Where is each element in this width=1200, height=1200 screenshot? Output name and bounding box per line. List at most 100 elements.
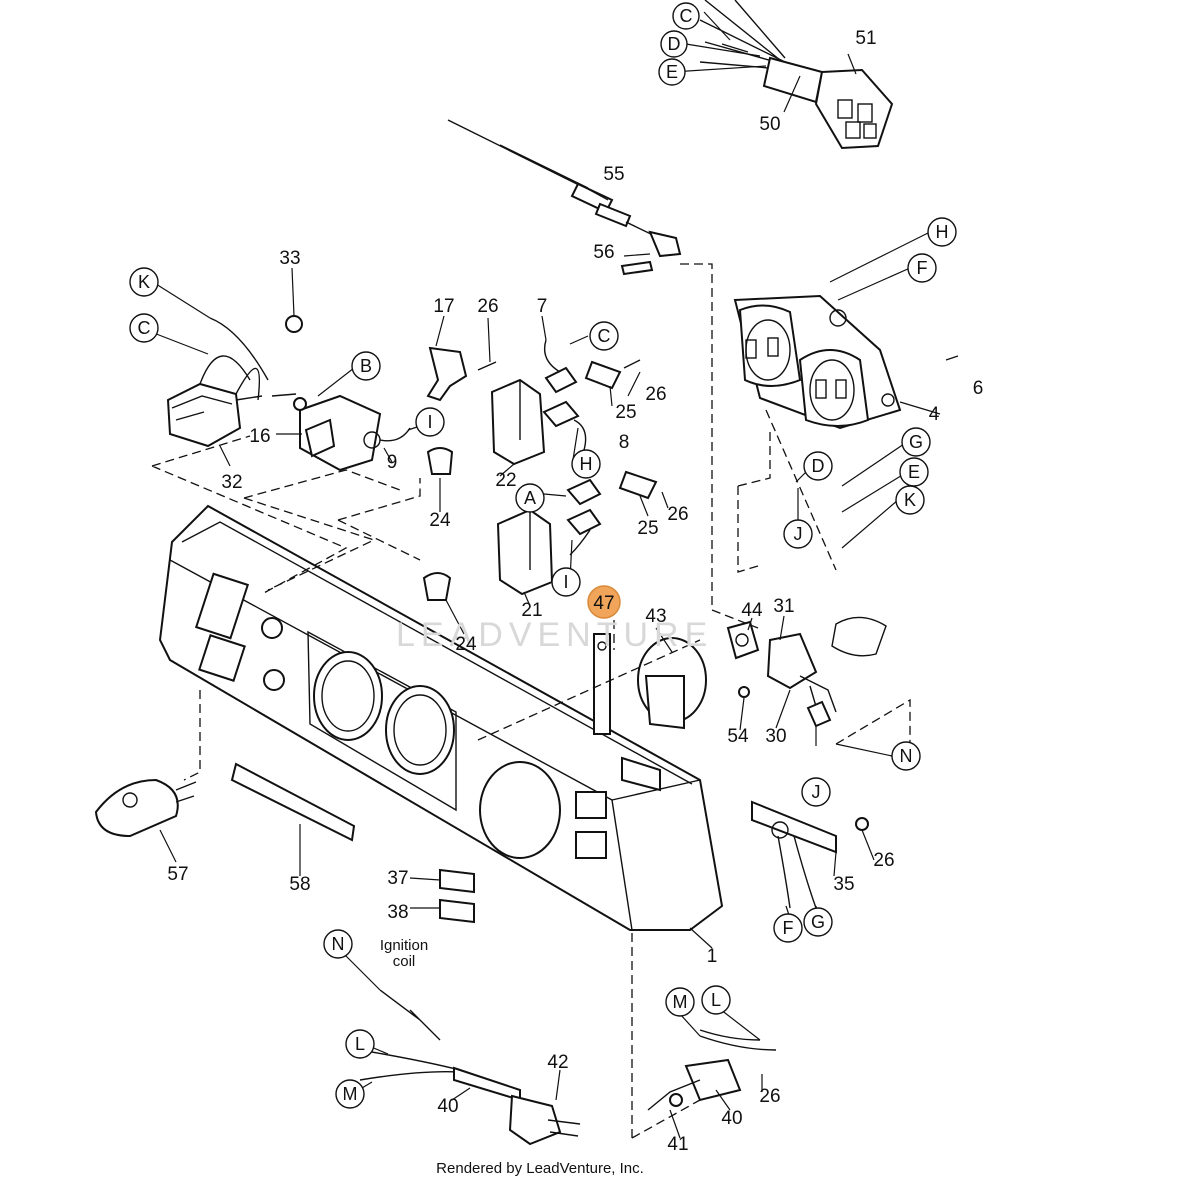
letter-c-mid: C — [589, 321, 619, 351]
callout-17: 17 — [433, 296, 454, 317]
callout-58: 58 — [289, 874, 310, 895]
letter-i-b: I — [551, 567, 581, 597]
letter-g-low: G — [803, 907, 833, 937]
callout-32: 32 — [221, 472, 242, 493]
letter-m-low: M — [335, 1079, 365, 1109]
svg-text:M: M — [673, 992, 688, 1012]
svg-text:F: F — [917, 258, 928, 278]
letter-c-left: C — [129, 313, 159, 343]
callout-26c: 26 — [667, 504, 688, 525]
svg-text:I: I — [427, 412, 432, 432]
svg-text:A: A — [524, 488, 536, 508]
callout-57: 57 — [167, 864, 188, 885]
switch-40-right — [647, 1029, 777, 1111]
letter-f-right: F — [907, 253, 937, 283]
callout-22: 22 — [495, 470, 516, 491]
leader-lines — [145, 11, 959, 1139]
letter-m-br: M — [665, 987, 695, 1017]
callout-1: 1 — [707, 946, 718, 967]
letter-j-right: J — [783, 519, 813, 549]
callout-7: 7 — [537, 296, 548, 317]
letter-k-right: K — [895, 485, 925, 515]
letter-g-right: G — [901, 427, 931, 457]
letter-n-right: N — [891, 741, 921, 771]
callout-43: 43 — [645, 606, 666, 627]
callout-35: 35 — [833, 874, 854, 895]
switch-21 — [496, 508, 554, 596]
callout-26e: 26 — [759, 1086, 780, 1107]
svg-text:N: N — [900, 746, 913, 766]
callout-26d: 26 — [873, 850, 894, 871]
svg-text:K: K — [138, 272, 150, 292]
callout-33: 33 — [279, 248, 300, 269]
callout-16: 16 — [249, 426, 270, 447]
letter-e-top: E — [658, 58, 686, 86]
watermark-text: LEADVENTURE — [396, 616, 713, 654]
outlet-bracket-4 — [733, 294, 902, 430]
connector-letters: C D E K C B C I H A I H F D G E K J N J … — [129, 2, 957, 1109]
callout-47-highlight[interactable]: 47 — [587, 585, 621, 619]
callout-25b: 25 — [637, 518, 658, 539]
footer-credit: Rendered by LeadVenture, Inc. — [436, 1160, 644, 1177]
callout-31: 31 — [773, 596, 794, 617]
callout-24b: 24 — [455, 634, 477, 655]
callout-51: 51 — [855, 28, 876, 49]
callout-6: 6 — [973, 378, 984, 399]
throttle-cable-55 — [447, 119, 682, 276]
decal-58 — [230, 762, 356, 842]
ignition-note-line1: Ignition — [380, 937, 428, 954]
switch-22 — [490, 378, 546, 466]
svg-text:E: E — [666, 62, 678, 82]
svg-text:D: D — [812, 456, 825, 476]
svg-text:L: L — [711, 990, 721, 1010]
callout-54: 54 — [727, 726, 749, 747]
svg-text:C: C — [680, 6, 693, 26]
ignition-coil-note: Ignition coil — [380, 937, 428, 970]
callout-40b: 40 — [721, 1108, 742, 1129]
callout-42: 42 — [547, 1052, 568, 1073]
svg-text:G: G — [811, 912, 825, 932]
svg-text:J: J — [812, 782, 821, 802]
svg-text:B: B — [360, 356, 372, 376]
callout-9: 9 — [387, 452, 398, 473]
callout-55: 55 — [603, 164, 624, 185]
callout-41: 41 — [667, 1134, 688, 1155]
callout-44: 44 — [741, 600, 763, 621]
switch-16 — [299, 394, 411, 472]
callout-50: 50 — [759, 114, 780, 135]
clips-25-17 — [426, 346, 658, 500]
letter-b: B — [351, 351, 381, 381]
letter-f-low: F — [773, 913, 803, 943]
callout-24a: 24 — [429, 510, 451, 531]
svg-text:I: I — [563, 572, 568, 592]
svg-text:L: L — [355, 1034, 365, 1054]
svg-text:C: C — [598, 326, 611, 346]
callout-25a: 25 — [615, 402, 636, 423]
callout-30: 30 — [765, 726, 786, 747]
connectors-7-8 — [542, 339, 602, 556]
callout-56: 56 — [593, 242, 614, 263]
dashboard-panel-1 — [158, 504, 724, 931]
svg-text:K: K — [904, 490, 916, 510]
lenses-37-38 — [439, 868, 475, 924]
svg-text:H: H — [580, 454, 593, 474]
callout-26b: 26 — [645, 384, 666, 405]
svg-text:J: J — [794, 524, 803, 544]
svg-text:C: C — [138, 318, 151, 338]
callout-37: 37 — [387, 868, 408, 889]
callout-8: 8 — [619, 432, 630, 453]
letter-c-top: C — [672, 2, 700, 30]
svg-text:F: F — [783, 918, 794, 938]
callout-38: 38 — [387, 902, 408, 923]
svg-text:H: H — [936, 222, 949, 242]
letter-n-low: N — [323, 929, 353, 959]
callout-4: 4 — [929, 404, 940, 425]
letter-l-low: L — [345, 1029, 375, 1059]
svg-text:G: G — [909, 432, 923, 452]
letter-d-top: D — [660, 30, 688, 58]
svg-text:47: 47 — [593, 593, 614, 614]
callout-40a: 40 — [437, 1096, 458, 1117]
plate-35 — [751, 800, 869, 909]
letter-e-right: E — [899, 457, 929, 487]
